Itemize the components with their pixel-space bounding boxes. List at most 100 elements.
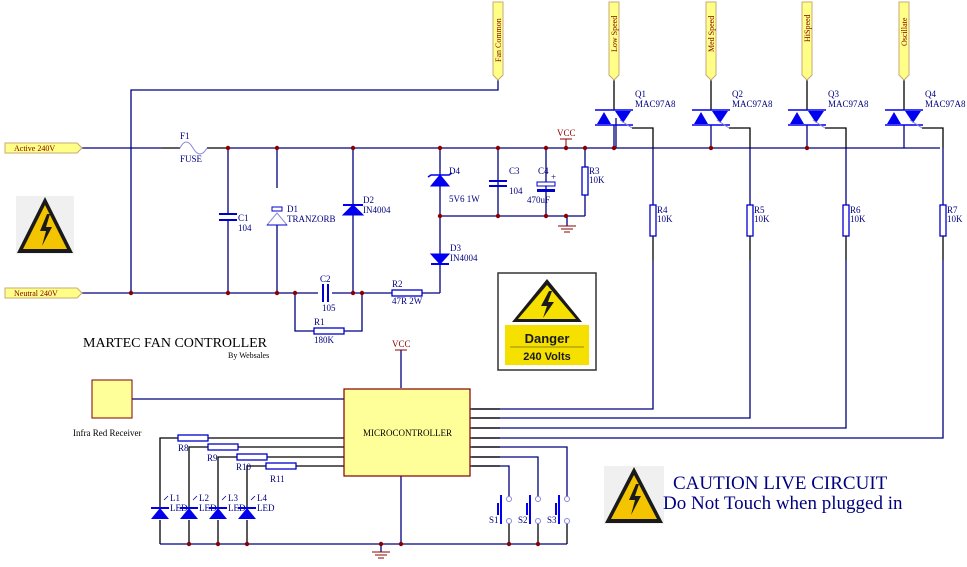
svg-text:F1: F1 (180, 131, 190, 141)
svg-text:10K: 10K (947, 214, 963, 224)
svg-text:IN4004: IN4004 (450, 253, 478, 263)
svg-text:240 Volts: 240 Volts (523, 351, 571, 363)
svg-text:180K: 180K (314, 335, 335, 345)
svg-text:R9: R9 (207, 453, 218, 463)
push-switch-s1: S1 (489, 495, 512, 525)
svg-text:D1: D1 (287, 204, 298, 214)
resistor-r10: R10 (236, 453, 268, 472)
svg-text:R8: R8 (178, 443, 189, 453)
svg-text:R2: R2 (392, 279, 403, 289)
svg-text:104: 104 (238, 223, 252, 233)
svg-text:S1: S1 (489, 515, 499, 525)
caution-text-line2: Do Not Touch when plugged in (663, 493, 903, 514)
svg-text:L4: L4 (257, 493, 267, 503)
svg-text:R3: R3 (589, 166, 600, 176)
svg-text:Med Speed: Med Speed (707, 16, 716, 52)
diode-d3: D3 IN4004 (429, 243, 478, 265)
resistor-r8: R8 (177, 434, 209, 453)
vcc-symbol-lower: VCC (392, 339, 411, 351)
svg-text:LED: LED (170, 503, 188, 513)
svg-text:MAC97A8: MAC97A8 (925, 99, 966, 109)
ir-receiver: Infra Red Receiver (73, 379, 141, 438)
svg-text:C2: C2 (320, 274, 331, 284)
resistor-r9: R9 (207, 443, 239, 463)
push-switch-s2: S2 (518, 495, 541, 525)
svg-text:FUSE: FUSE (180, 154, 203, 164)
svg-text:IN4004: IN4004 (363, 205, 391, 215)
svg-text:R7: R7 (947, 205, 958, 215)
svg-text:MAC97A8: MAC97A8 (732, 99, 773, 109)
svg-text:L1: L1 (170, 493, 180, 503)
svg-text:MAC97A8: MAC97A8 (828, 99, 869, 109)
svg-text:LED: LED (199, 503, 217, 513)
svg-text:47R 2W: 47R 2W (392, 296, 423, 306)
tvs-diode-d1: D1 TRANZORB (265, 204, 336, 226)
resistor-r2: R2 47R 2W (391, 279, 423, 306)
svg-text:Infra Red Receiver: Infra Red Receiver (73, 428, 141, 438)
svg-text:LED: LED (228, 503, 246, 513)
svg-text:S2: S2 (518, 515, 528, 525)
svg-text:Danger: Danger (525, 331, 570, 346)
svg-text:Q2: Q2 (732, 89, 743, 99)
svg-text:104: 104 (509, 186, 523, 196)
schematic-title: MARTEC FAN CONTROLLER (83, 336, 268, 351)
svg-text:R6: R6 (850, 205, 861, 215)
caution-text-line1: CAUTION LIVE CIRCUIT (673, 473, 888, 494)
push-switch-s3: S3 (547, 495, 570, 525)
resistor-r11: R11 (265, 462, 297, 484)
port-neutral-240v: Neutral 240V (4, 287, 83, 299)
capacitor-c3: C3 104 (489, 166, 523, 196)
svg-text:S3: S3 (547, 515, 557, 525)
svg-text:Q4: Q4 (925, 89, 936, 99)
port-med-speed: Med Speed (705, 1, 717, 81)
svg-text:MAC97A8: MAC97A8 (635, 99, 676, 109)
resistor-r1: R1 180K (313, 317, 345, 345)
svg-text:+: + (551, 172, 556, 182)
svg-text:5V6 1W: 5V6 1W (449, 194, 480, 204)
vcc-symbol-upper: VCC (557, 128, 576, 148)
svg-text:Active 240V: Active 240V (14, 144, 55, 153)
port-active-240v: Active 240V (4, 142, 83, 154)
svg-text:R5: R5 (754, 205, 765, 215)
high-voltage-warning-icon (16, 196, 74, 254)
svg-text:R10: R10 (236, 462, 252, 472)
svg-text:L2: L2 (199, 493, 209, 503)
electrolytic-capacitor-c4: + C4 470uF (527, 166, 556, 205)
port-oscillate: Oscillate (898, 1, 910, 81)
svg-text:MICROCONTROLLER: MICROCONTROLLER (363, 428, 452, 438)
svg-text:R4: R4 (657, 205, 668, 215)
caution-warning-icon (604, 466, 664, 524)
microcontroller: MICROCONTROLLER (343, 388, 471, 477)
resistor-r7: R7 10K (939, 204, 963, 237)
diode-d2: D2 IN4004 (341, 195, 391, 216)
svg-text:C1: C1 (238, 213, 249, 223)
svg-text:10K: 10K (589, 175, 605, 185)
svg-text:LED: LED (257, 503, 275, 513)
svg-text:C3: C3 (509, 166, 520, 176)
svg-text:105: 105 (322, 303, 336, 313)
svg-text:VCC: VCC (392, 339, 411, 349)
svg-text:470uF: 470uF (527, 195, 550, 205)
svg-text:10K: 10K (657, 214, 673, 224)
svg-text:R11: R11 (270, 474, 285, 484)
svg-text:D2: D2 (363, 195, 374, 205)
svg-text:10K: 10K (850, 214, 866, 224)
ground-symbol-lower (372, 551, 390, 559)
port-fan-common: Fan Common (492, 1, 504, 81)
ground-symbol-upper (558, 225, 576, 233)
svg-text:TRANZORB: TRANZORB (287, 214, 336, 224)
junctions (128, 145, 810, 547)
svg-text:Oscillate: Oscillate (900, 17, 909, 46)
capacitor-c2: C2 105 (320, 274, 336, 313)
svg-text:Q3: Q3 (828, 89, 839, 99)
resistor-r4: R4 10K (649, 204, 673, 237)
resistor-r3: R3 10K (581, 166, 605, 196)
